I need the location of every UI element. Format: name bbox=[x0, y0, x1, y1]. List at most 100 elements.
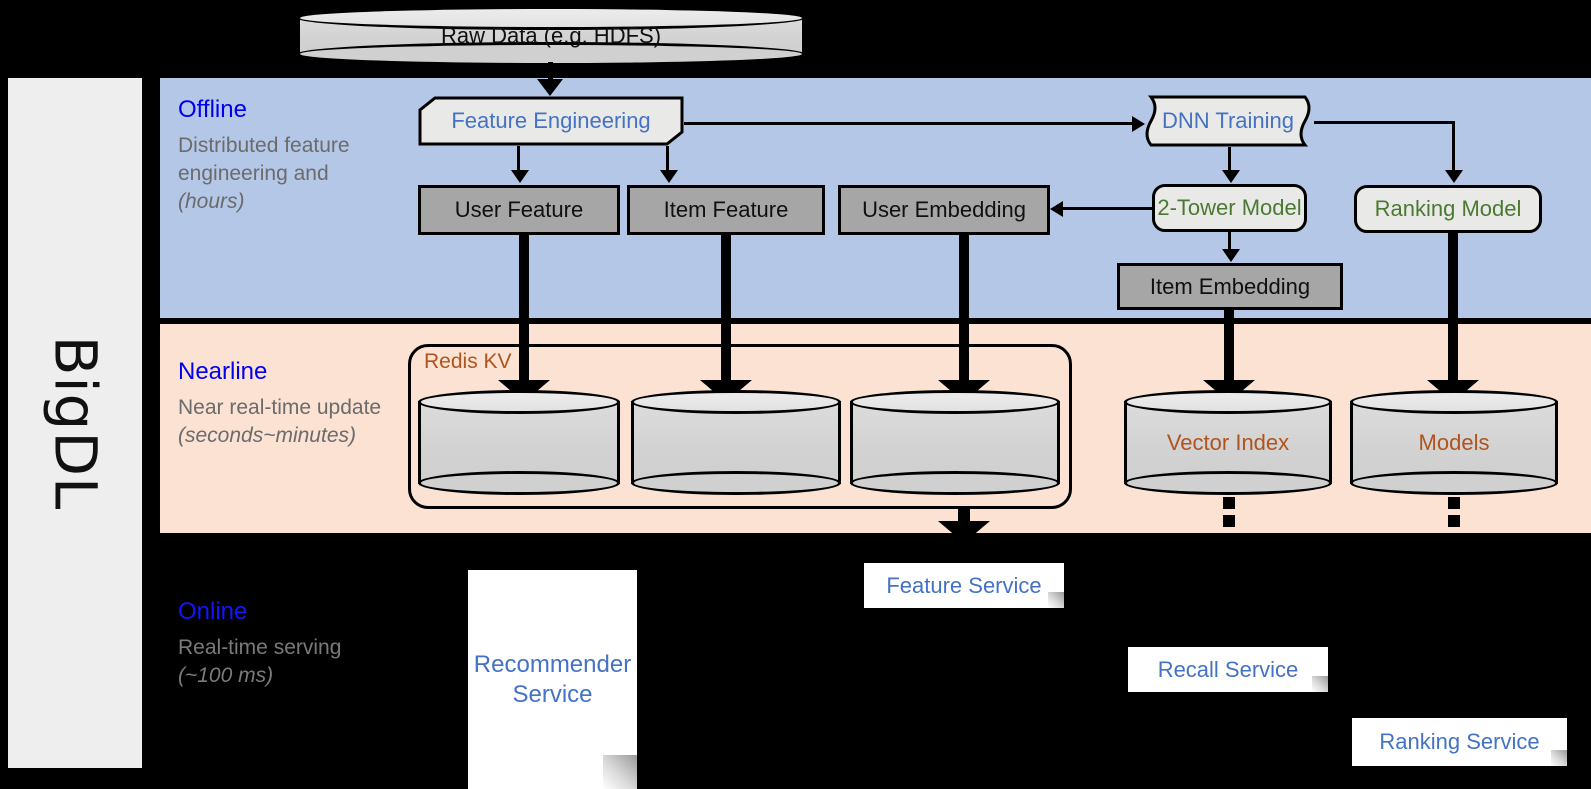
two-tower-model-label: 2-Tower Model bbox=[1157, 195, 1302, 221]
ranking-model-label: Ranking Model bbox=[1374, 196, 1522, 222]
offline-description: Distributed feature engineering and (hou… bbox=[178, 132, 393, 216]
arrowhead-fe-to-userfeature bbox=[511, 170, 529, 183]
dnn-training-shape bbox=[1145, 95, 1311, 147]
bigdl-sidebar-strip bbox=[8, 78, 142, 768]
connector-fe-to-itemfeature bbox=[666, 146, 669, 172]
recall-service-fold-icon bbox=[1312, 676, 1328, 692]
kv-store-2-label bbox=[631, 390, 841, 495]
recommender-service-line1: Recommender bbox=[473, 650, 632, 678]
nearline-description-text: Near real-time update bbox=[178, 396, 382, 419]
connector-dnn-to-ranking-h bbox=[1314, 121, 1455, 124]
online-title: Online bbox=[178, 598, 248, 625]
models-bottom bbox=[1350, 471, 1558, 495]
vector-index-cylinder[interactable]: Vector Index bbox=[1124, 390, 1332, 495]
models-cylinder[interactable]: Models bbox=[1350, 390, 1558, 495]
bigdl-brand-text: BigDL bbox=[41, 335, 110, 511]
kv-store-1-bottom bbox=[418, 471, 620, 495]
two-tower-model-box[interactable]: 2-Tower Model bbox=[1152, 184, 1307, 232]
feature-engineering-shape bbox=[418, 96, 684, 146]
kv-store-3-top bbox=[850, 390, 1060, 414]
dash-models-2 bbox=[1448, 515, 1460, 527]
dash-kv-to-featureservice bbox=[958, 509, 970, 521]
recommender-service-line2: Service bbox=[512, 680, 593, 708]
kv-store-cylinder-3[interactable] bbox=[850, 390, 1060, 495]
ranking-service-label: Ranking Service bbox=[1379, 729, 1540, 755]
arrowhead-dnn-to-ranking bbox=[1445, 170, 1463, 183]
connector-rankingmodel-to-models bbox=[1448, 233, 1458, 385]
connector-twotower-to-userembedding bbox=[1063, 207, 1153, 210]
connector-fe-to-userfeature bbox=[517, 146, 520, 172]
online-description-em: (~100 ms) bbox=[178, 663, 274, 687]
kv-store-1-top bbox=[418, 390, 620, 414]
feature-service-label: Feature Service bbox=[886, 572, 1042, 598]
kv-store-cylinder-2[interactable] bbox=[631, 390, 841, 495]
recall-service-label: Recall Service bbox=[1157, 656, 1299, 682]
offline-description-em: (hours) bbox=[178, 189, 245, 213]
recall-service-doc[interactable]: Recall Service bbox=[1128, 647, 1328, 692]
nearline-description-em: (seconds~minutes) bbox=[178, 423, 356, 447]
connector-itemembedding-to-vectorindex bbox=[1224, 310, 1234, 385]
item-embedding-box[interactable]: Item Embedding bbox=[1117, 263, 1343, 310]
nearline-description: Near real-time update (seconds~minutes) bbox=[178, 394, 393, 450]
raw-data-label: Raw Data (e.g. HDFS) bbox=[440, 23, 662, 48]
bigdl-brand-label: BigDL bbox=[8, 78, 142, 768]
dash-vectorindex-1 bbox=[1223, 497, 1235, 509]
models-top bbox=[1350, 390, 1558, 414]
connector-fe-to-dnn bbox=[684, 122, 1136, 125]
connector-dnn-to-ranking-v bbox=[1452, 121, 1455, 172]
connector-userembedding-to-kv bbox=[959, 235, 969, 385]
recommender-service-doc[interactable]: Recommender Service bbox=[468, 570, 637, 789]
connector-itemfeature-to-kv bbox=[721, 235, 731, 385]
nearline-title: Nearline bbox=[178, 358, 268, 385]
kv-store-3-bottom bbox=[850, 471, 1060, 495]
arrowhead-fe-to-itemfeature bbox=[660, 170, 678, 183]
dnn-training-node[interactable]: DNN Training bbox=[1142, 95, 1314, 147]
offline-title: Offline bbox=[178, 96, 247, 123]
arrowhead-rawdata-to-fe bbox=[537, 79, 563, 96]
connector-dnn-to-twotower bbox=[1228, 147, 1231, 171]
nearline-band-text: Nearline Near real-time update (seconds~… bbox=[178, 358, 393, 450]
arrowhead-fe-to-dnn bbox=[1132, 116, 1145, 132]
vector-index-top bbox=[1124, 390, 1332, 414]
feature-engineering-node[interactable]: Feature Engineering bbox=[418, 96, 684, 146]
item-feature-box[interactable]: Item Feature bbox=[627, 185, 825, 235]
vector-index-label: Vector Index bbox=[1166, 429, 1290, 455]
dash-vectorindex-2 bbox=[1223, 515, 1235, 527]
arrowhead-kv-to-featureservice bbox=[938, 521, 990, 543]
connector-rawdata-to-fe bbox=[548, 62, 553, 84]
offline-band-text: Offline Distributed feature engineering … bbox=[178, 96, 393, 216]
feature-service-doc[interactable]: Feature Service bbox=[864, 563, 1064, 608]
models-label: Models bbox=[1418, 429, 1490, 455]
item-embedding-label: Item Embedding bbox=[1149, 273, 1311, 299]
vector-index-bottom bbox=[1124, 471, 1332, 495]
kv-store-cylinder-1[interactable] bbox=[418, 390, 620, 495]
feature-service-fold-icon bbox=[1048, 592, 1064, 608]
document-fold-corner-icon bbox=[603, 755, 637, 789]
redis-kv-label: Redis KV bbox=[424, 350, 512, 373]
kv-store-3-label bbox=[850, 390, 1060, 495]
redis-kv-container[interactable] bbox=[408, 344, 1072, 509]
dash-models-1 bbox=[1448, 497, 1460, 509]
online-band-text: Online Real-time serving (~100 ms) bbox=[178, 598, 393, 690]
connector-userfeature-to-kv bbox=[519, 235, 529, 385]
kv-store-2-top bbox=[631, 390, 841, 414]
user-embedding-label: User Embedding bbox=[862, 197, 1026, 223]
kv-store-2-bottom bbox=[631, 471, 841, 495]
kv-store-1-label bbox=[418, 390, 620, 495]
user-embedding-box[interactable]: User Embedding bbox=[838, 185, 1050, 235]
user-feature-box[interactable]: User Feature bbox=[418, 185, 620, 235]
ranking-model-box[interactable]: Ranking Model bbox=[1354, 185, 1542, 233]
online-description: Real-time serving (~100 ms) bbox=[178, 634, 393, 690]
item-feature-label: Item Feature bbox=[663, 197, 789, 223]
dnn-training-label: DNN Training bbox=[1161, 108, 1295, 134]
connector-twotower-to-itemembedding bbox=[1228, 232, 1231, 251]
user-feature-label: User Feature bbox=[454, 197, 584, 223]
arrowhead-twotower-to-userembedding bbox=[1050, 201, 1063, 217]
ranking-service-fold-icon bbox=[1551, 750, 1567, 766]
recommender-service-label: Recommender Service bbox=[474, 650, 631, 710]
arrowhead-dnn-to-twotower bbox=[1222, 170, 1240, 183]
feature-engineering-label: Feature Engineering bbox=[451, 108, 651, 134]
raw-data-cylinder[interactable]: Raw Data (e.g. HDFS) bbox=[297, 6, 805, 66]
ranking-service-doc[interactable]: Ranking Service bbox=[1352, 718, 1567, 766]
